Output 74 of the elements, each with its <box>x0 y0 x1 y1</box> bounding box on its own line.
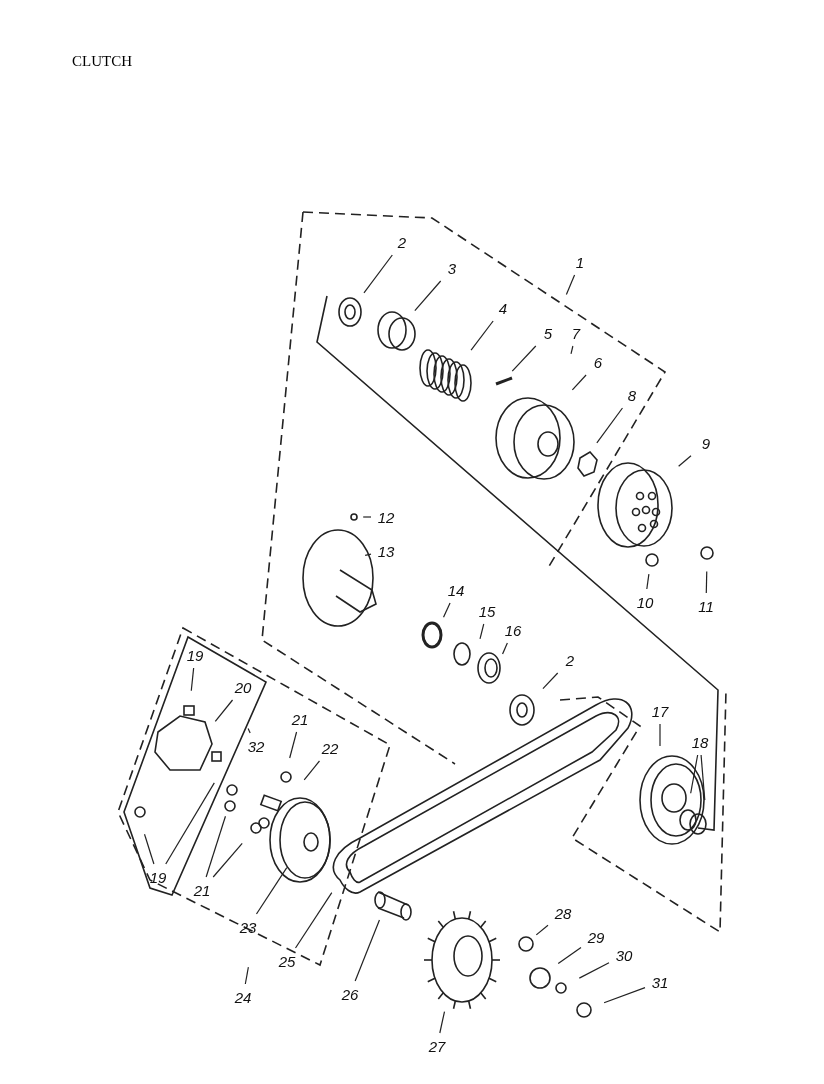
leader-line <box>294 891 333 949</box>
callout-number: 6 <box>593 354 603 370</box>
callout-number: 15 <box>478 603 496 619</box>
leader-line <box>354 919 381 982</box>
leader-line <box>603 986 646 1004</box>
callout-number: 10 <box>636 594 654 610</box>
callout-number: 2 <box>565 652 575 668</box>
leader-line <box>414 280 442 312</box>
callout-number: 21 <box>193 882 211 898</box>
callout-number: 24 <box>234 989 252 1005</box>
leader-line <box>501 642 508 655</box>
leader-line <box>690 754 699 794</box>
callout-number: 21 <box>291 711 309 727</box>
leader-line <box>247 727 251 734</box>
callout-number: 19 <box>149 869 167 885</box>
callout-number: 27 <box>428 1038 446 1054</box>
callout-number: 14 <box>447 582 465 598</box>
leader-line <box>571 374 587 391</box>
leader-line <box>511 345 537 372</box>
leader-line <box>700 754 706 801</box>
leader-line <box>646 573 650 590</box>
leader-line <box>303 760 321 781</box>
leader-line <box>570 345 574 355</box>
leader-line <box>442 602 451 618</box>
leader-line <box>214 699 234 723</box>
leader-line <box>535 924 549 936</box>
leader-line <box>364 553 372 556</box>
leader-line <box>212 842 243 878</box>
diagram-title: CLUTCH <box>72 52 132 71</box>
callout-number: 7 <box>571 325 581 341</box>
leader-line <box>255 866 288 915</box>
leader-line <box>557 946 582 965</box>
callout-number: 19 <box>186 647 204 663</box>
leader-line <box>362 516 372 518</box>
callout-number: 32 <box>247 738 265 754</box>
leader-line <box>363 254 393 294</box>
callout-number: 17 <box>651 703 669 719</box>
callout-number: 5 <box>543 325 553 341</box>
leader-line <box>244 966 249 985</box>
callout-number: 28 <box>554 905 572 921</box>
callout-number: 26 <box>341 986 359 1002</box>
leader-line <box>542 672 559 690</box>
callout-number: 3 <box>447 260 457 276</box>
callout-number: 12 <box>377 509 395 525</box>
callout-number: 1 <box>575 254 585 270</box>
leader-line <box>289 731 298 759</box>
leader-line <box>470 320 494 351</box>
leader-line <box>190 667 195 692</box>
callout-number: 11 <box>698 598 714 614</box>
callout-number: 25 <box>278 953 296 969</box>
leader-line <box>205 815 227 878</box>
callout-number: 29 <box>587 929 605 945</box>
leader-line <box>578 962 610 979</box>
callout-number: 16 <box>504 622 522 638</box>
leader-line <box>678 455 692 467</box>
leader-line <box>479 623 485 640</box>
leader-line <box>165 782 215 865</box>
leader-line <box>705 570 708 594</box>
callout-number: 22 <box>321 740 339 756</box>
leader-line <box>565 274 576 296</box>
callout-number: 23 <box>239 919 257 935</box>
callout-number: 4 <box>498 300 508 316</box>
leader-line <box>439 1010 446 1034</box>
leader-line <box>659 723 661 747</box>
leader-line <box>143 833 155 865</box>
callout-number: 2 <box>397 234 407 250</box>
callout-number: 8 <box>627 387 637 403</box>
callout-number: 20 <box>234 679 252 695</box>
callout-number: 9 <box>701 435 711 451</box>
callout-number: 13 <box>377 543 395 559</box>
callout-number: 30 <box>615 947 633 963</box>
callout-number: 31 <box>651 974 669 990</box>
callout-number: 18 <box>691 734 709 750</box>
leader-line <box>596 407 624 444</box>
